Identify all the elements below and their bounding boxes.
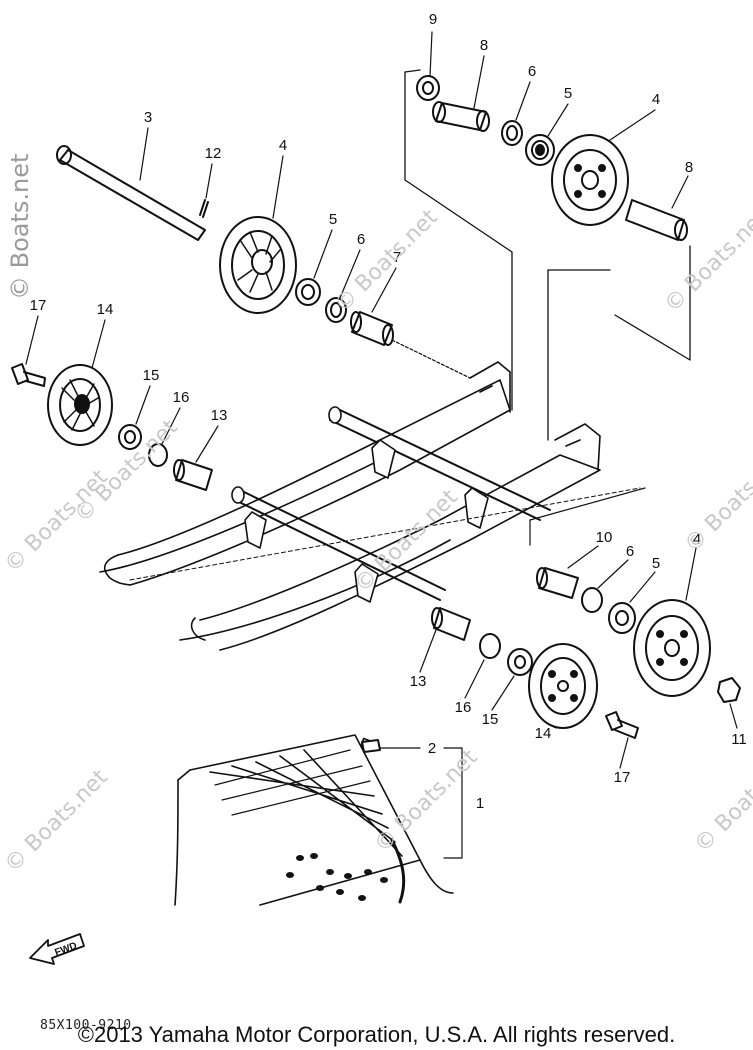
- circlip-part-16-lower: [479, 633, 501, 659]
- callout-6-upper: 6: [528, 63, 536, 80]
- callout-4-lower: 4: [693, 531, 701, 548]
- callout-16-left: 16: [173, 389, 190, 406]
- nut-part-11: [717, 677, 741, 703]
- shaft-part-3: [56, 145, 206, 241]
- collar-part-8-upper: [432, 101, 490, 132]
- wheel-part-4-upper: [551, 134, 629, 226]
- circlip-part-6-left: [325, 297, 347, 323]
- bolt-part-17-lower: [605, 711, 639, 739]
- callout-8-upper: 8: [480, 37, 488, 54]
- callout-1: 1: [476, 795, 484, 812]
- callout-7: 7: [393, 249, 401, 266]
- leader-lines: [25, 31, 738, 859]
- slide-rail-frame: [99, 361, 646, 651]
- callout-17-lower: 17: [614, 769, 631, 786]
- collar-part-13-left: [173, 459, 213, 491]
- callout-2: 2: [428, 740, 436, 757]
- wheel-part-14-lower: [528, 643, 598, 729]
- copyright-notice: ©2013 Yamaha Motor Corporation, U.S.A. A…: [77, 1022, 676, 1047]
- callout-13-lower: 13: [410, 673, 427, 690]
- callout-15-lower: 15: [482, 711, 499, 728]
- callout-12: 12: [205, 145, 222, 162]
- collar-part-10: [536, 567, 579, 599]
- drawing-code: 85X100-9210: [40, 1018, 132, 1033]
- pin-part-12: [199, 199, 209, 218]
- fwd-arrow-icon: FWD: [29, 933, 85, 965]
- callout-4-left: 4: [279, 137, 287, 154]
- bearing-part-5-lower: [608, 602, 636, 634]
- bolt-part-17-left: [11, 363, 46, 387]
- callout-16-lower: 16: [455, 699, 472, 716]
- callout-11: 11: [731, 731, 747, 748]
- callout-15-left: 15: [143, 367, 160, 384]
- upper-right-group: [404, 69, 691, 441]
- left-middle-group: [11, 363, 213, 491]
- callout-labels: 9 8 6 5 4 8 3 12 4 5 6 7 17 14 15 16 13 …: [30, 11, 747, 812]
- callout-14-lower: 14: [535, 725, 552, 742]
- callout-6-lower: 6: [626, 543, 634, 560]
- bearing-part-5-upper: [525, 134, 555, 166]
- callout-6-left: 6: [357, 231, 365, 248]
- circlip-part-6-lower: [581, 587, 603, 613]
- lower-right-group: [431, 567, 741, 739]
- callout-3: 3: [144, 109, 152, 126]
- callout-13-left: 13: [211, 407, 228, 424]
- circlip-part-16-left: [148, 443, 168, 467]
- wheel-part-4-left: [219, 216, 297, 314]
- wheel-part-14-left: [47, 364, 113, 446]
- collar-part-13-lower: [431, 607, 471, 641]
- washer-part-9: [416, 75, 440, 101]
- callout-5-left: 5: [329, 211, 337, 228]
- callout-10: 10: [596, 529, 613, 546]
- callout-8-right: 8: [685, 159, 693, 176]
- upper-left-group: [56, 145, 471, 379]
- wheel-part-4-lower: [633, 599, 711, 697]
- callout-14-left: 14: [97, 301, 114, 318]
- bearing-part-15-left: [118, 424, 142, 450]
- callout-4-upper: 4: [652, 91, 660, 108]
- collar-part-8-right: [625, 199, 688, 241]
- track-part-1: [174, 734, 454, 906]
- watermark-vertical: © Boats.net: [6, 153, 34, 300]
- clip-part-2: [361, 739, 381, 753]
- callout-9: 9: [429, 11, 437, 28]
- circlip-part-6-upper: [501, 120, 523, 146]
- bearing-part-15-lower: [507, 648, 533, 676]
- callout-17-left: 17: [30, 297, 47, 314]
- callout-5-upper: 5: [564, 85, 572, 102]
- collar-part-7: [350, 311, 394, 346]
- callout-5-lower: 5: [652, 555, 660, 572]
- bearing-part-5-left: [295, 278, 321, 306]
